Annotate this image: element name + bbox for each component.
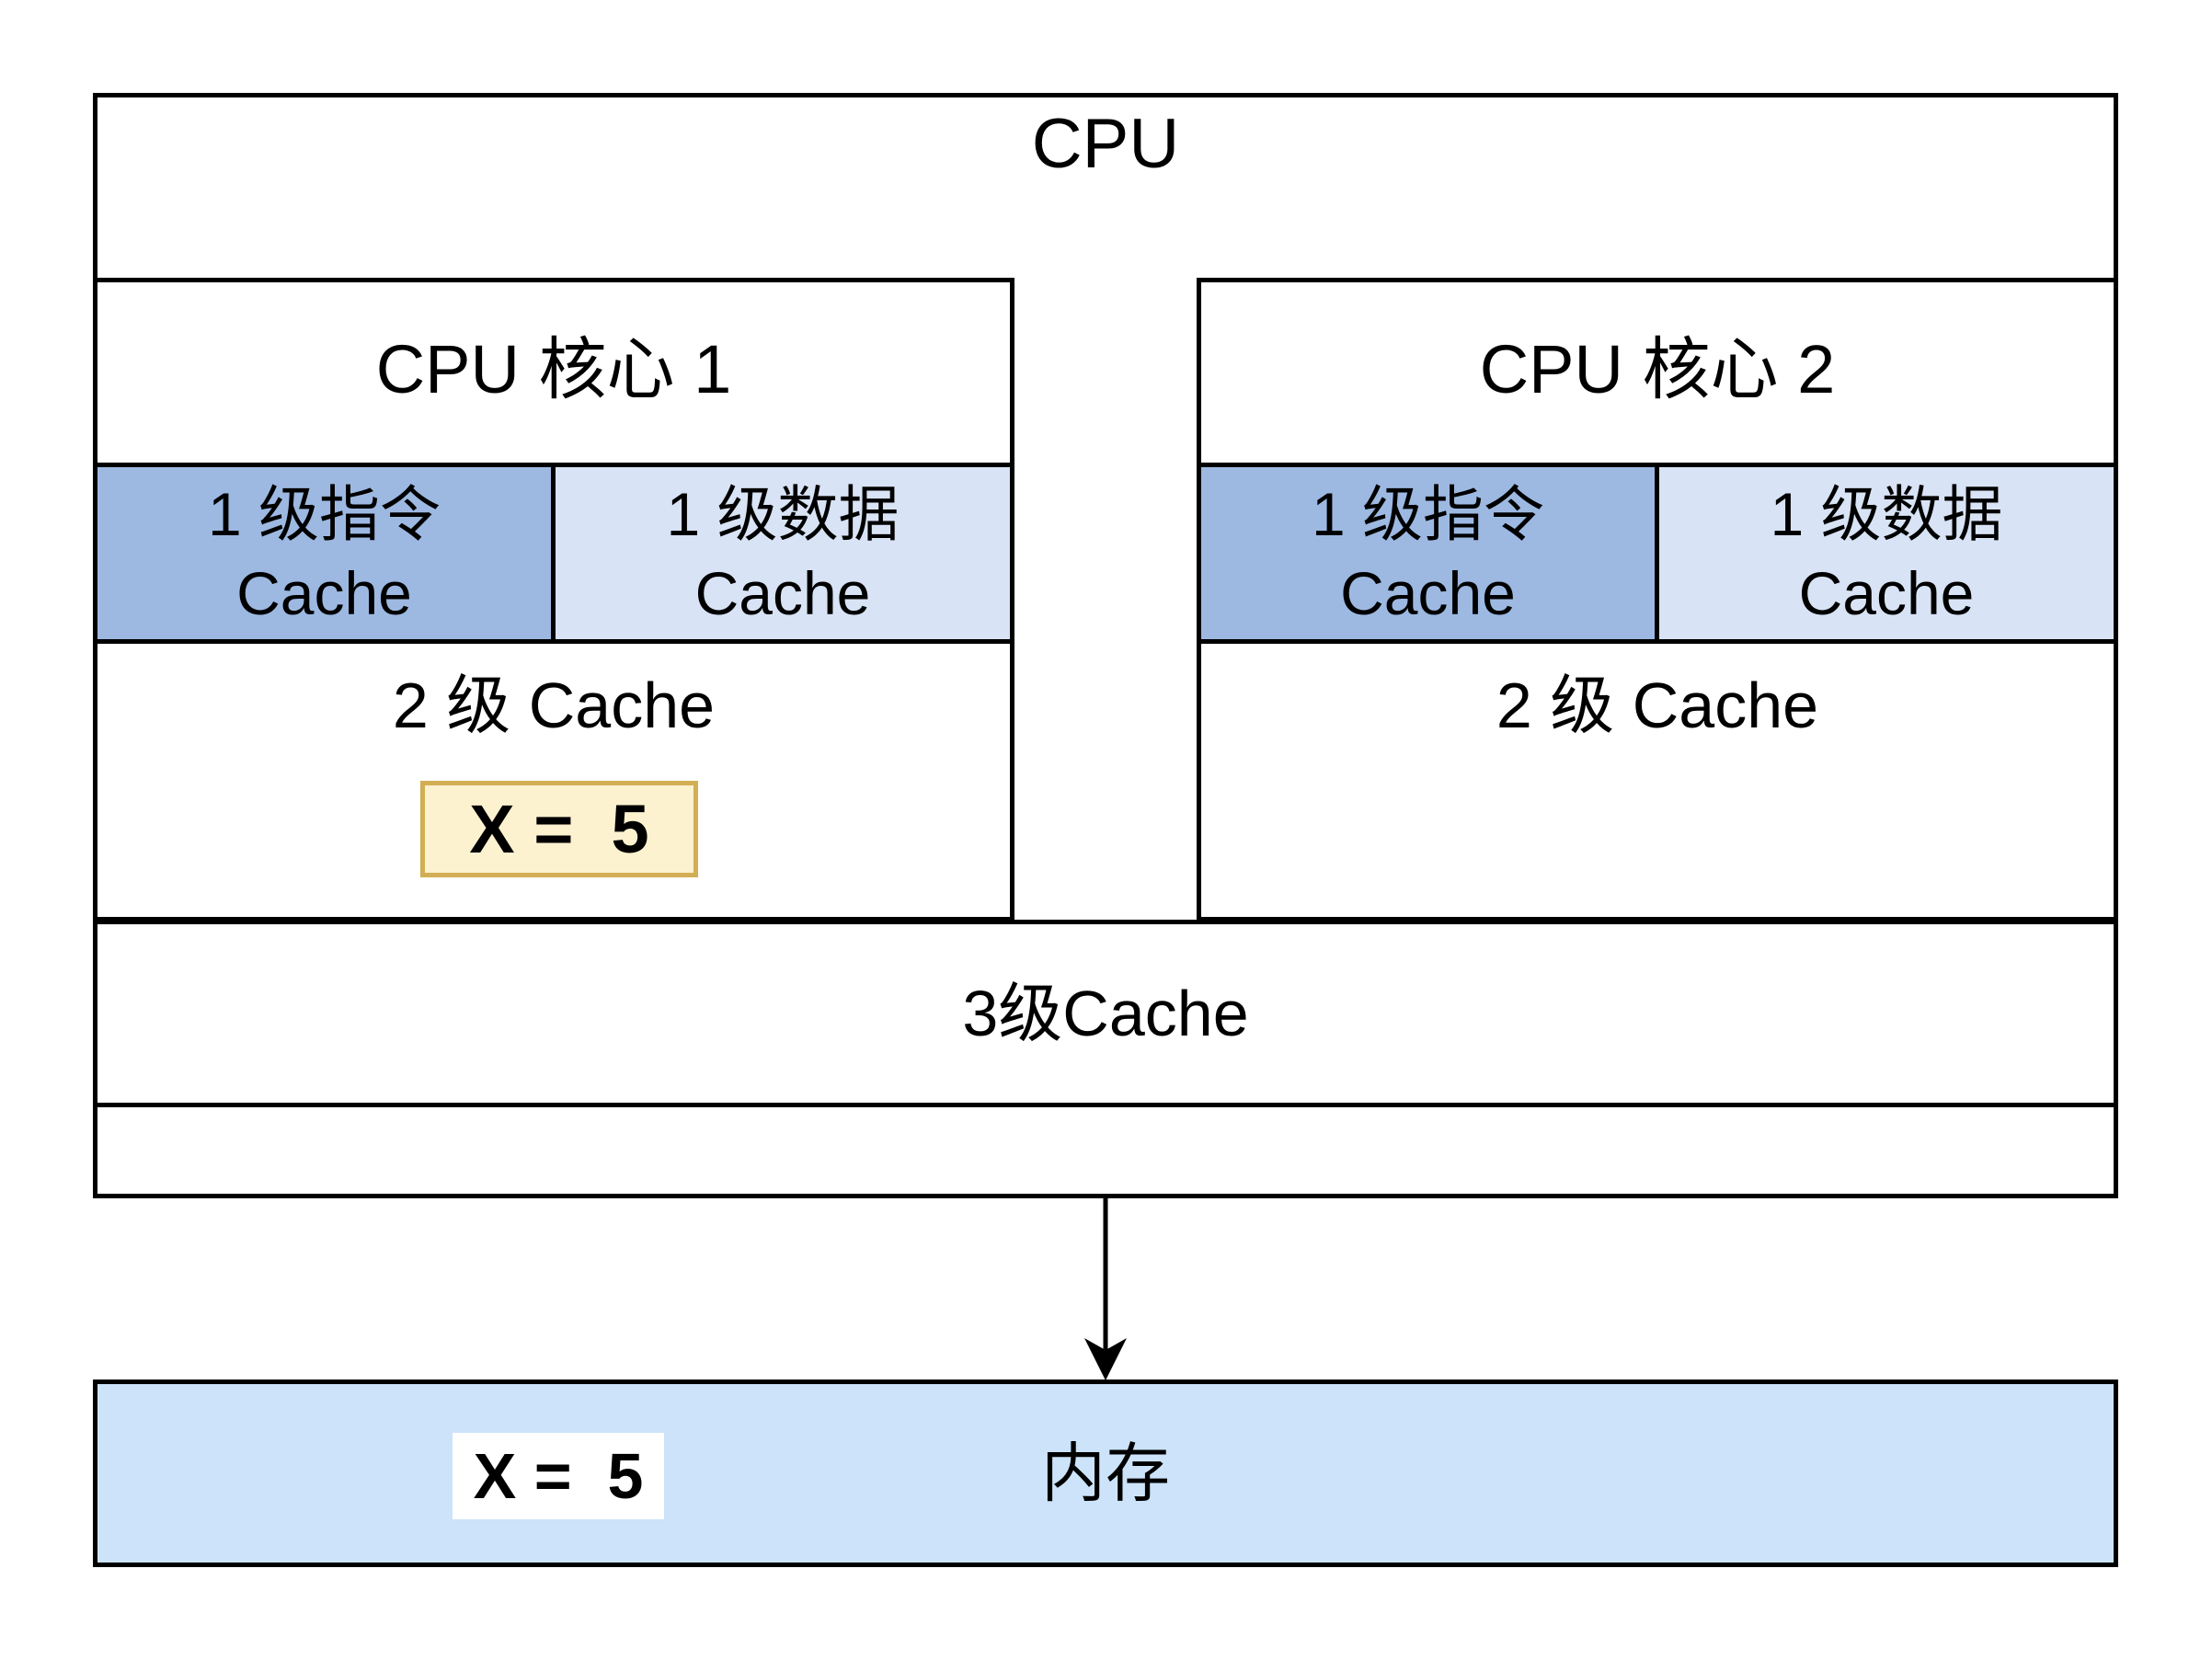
cpu-core1-label: CPU 核心 1 — [375, 331, 732, 407]
core1-l1d-line1: 1 级数据 — [666, 479, 900, 548]
memory-label: 内存 — [1041, 1437, 1170, 1509]
core2-l1-data-cache: 1 级数据 Cache — [1659, 463, 2118, 644]
memory-value-box: X = 5 — [453, 1433, 664, 1519]
core1-l1-instruction-cache: 1 级指令 Cache — [93, 463, 556, 644]
cpu-to-memory-arrow — [1084, 1198, 1127, 1380]
core1-l1-data-cache: 1 级数据 Cache — [556, 463, 1014, 644]
core2-l2-cache-label: 2 级 Cache — [1496, 670, 1819, 741]
memory-box: 内存 X = 5 — [93, 1380, 2118, 1567]
core1-l1i-line2: Cache — [236, 558, 412, 627]
core2-l1-instruction-cache: 1 级指令 Cache — [1197, 463, 1659, 644]
core2-l1i-line1: 1 级指令 — [1311, 479, 1545, 548]
cpu-core2-label: CPU 核心 2 — [1479, 331, 1836, 407]
l3-cache-row: 3级Cache — [93, 920, 2118, 1107]
core2-l1i-line2: Cache — [1340, 558, 1516, 627]
core1-l2-cache-label: 2 级 Cache — [392, 670, 716, 741]
core1-cached-value-box: X = 5 — [420, 781, 698, 877]
core2-l1d-line2: Cache — [1798, 558, 1975, 627]
cpu-label: CPU — [1031, 105, 1180, 183]
core1-l1d-line2: Cache — [694, 558, 871, 627]
core2-l1d-line1: 1 级数据 — [1770, 479, 2003, 548]
core1-l1i-line1: 1 级指令 — [207, 479, 441, 548]
